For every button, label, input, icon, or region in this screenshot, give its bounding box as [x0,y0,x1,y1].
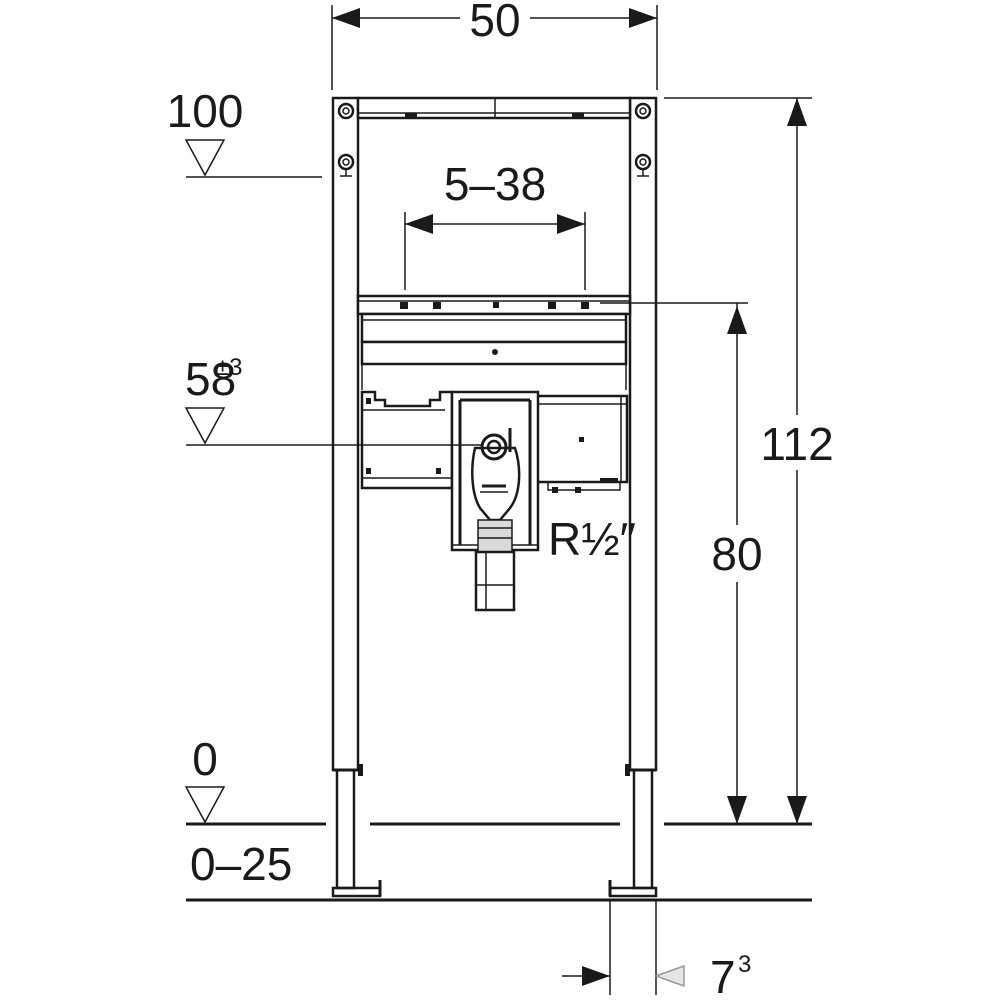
top-rail [356,96,632,120]
level-58: 58 ±3 [184,353,482,446]
level-100-label: 100 [167,85,244,137]
level-0-label: 0 [192,733,218,785]
left-foot [335,768,356,890]
foot-offset-dimension: 7 3 [562,900,751,1000]
connection-fitting [480,433,508,461]
width-dimension-label: 50 [469,0,520,46]
connection-height-dimension: 80 [600,302,763,824]
mounting-hole-mid-right [634,153,652,177]
mounting-hole-mid-left [337,153,355,177]
mounting-hole-top-right [634,102,652,120]
total-height-dimension: 112 [664,97,834,824]
thread-label: R½″ [548,513,636,565]
frame [331,96,658,898]
mounting-box [535,394,629,493]
bracket-spacing-label: 5–38 [444,158,546,210]
drain-unit [450,390,540,612]
left-bracket-plate [360,390,454,490]
left-foot-plate [331,886,382,898]
connection-height-label: 80 [711,528,762,580]
level-100: 100 [167,85,322,178]
level-58-label: 58 [185,353,236,405]
total-height-label: 112 [760,418,833,470]
level-58-tolerance: ±3 [216,354,243,381]
mounting-hole-top-left [337,102,355,120]
floor-range-label: 0–25 [190,838,292,890]
right-foot-plate [608,886,658,898]
bracket-spacing-dimension: 5–38 [404,158,586,290]
foot-offset-label: 7 [710,951,736,1000]
cross-panel-upper [360,312,628,344]
right-upright [628,96,658,772]
right-foot [632,768,654,890]
width-dimension: 50 [331,0,658,90]
level-0: 0 [184,733,226,824]
left-upright [331,96,360,772]
foot-offset-superscript: 3 [738,951,751,978]
outlet-pipe [474,550,516,612]
